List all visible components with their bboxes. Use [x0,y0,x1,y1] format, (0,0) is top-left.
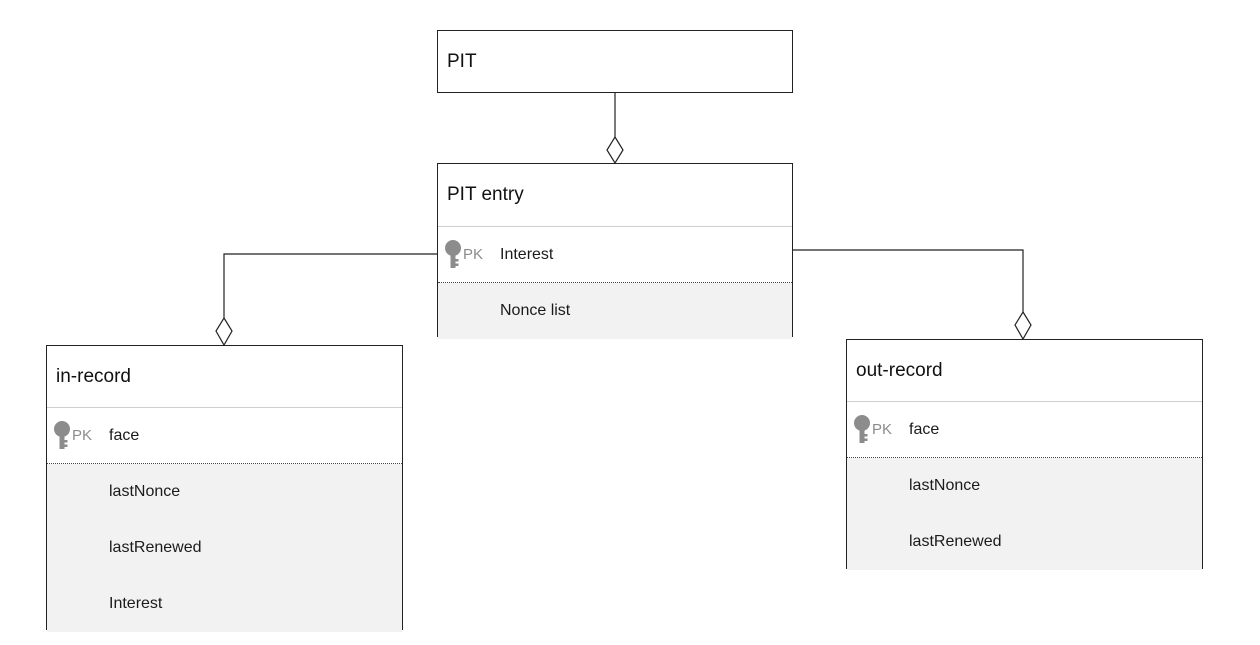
attribute-name: lastRenewed [909,533,1002,550]
entity-out-record[interactable]: out-record PK face lastNonce lastRenewed [846,339,1203,570]
attribute-row: lastRenewed [47,520,402,576]
attribute-row: lastNonce [47,464,402,520]
attribute-list: lastNonce lastRenewed [847,458,1202,570]
attribute-list: lastNonce lastRenewed Interest [47,464,402,632]
pk-badge: PK [872,421,893,438]
key-cell: PK [47,420,109,451]
entity-in-record-title: in-record [56,365,131,387]
attribute-list: Nonce list [438,283,792,339]
entity-title: PIT entry [438,164,792,227]
attribute-name: Nonce list [500,302,571,319]
attribute-name: lastRenewed [109,539,202,556]
key-row: PK Interest [438,227,792,283]
aggregation-diamond-out-record [1014,310,1032,341]
key-icon [854,414,870,443]
entity-pit-entry[interactable]: PIT entry PK Interest Nonce list [437,163,793,339]
aggregation-diamond-pit-entry [606,135,624,165]
entity-pit-entry-title: PIT entry [447,184,524,205]
key-row: PK face [847,402,1202,458]
key-field-name: Interest [500,245,554,263]
key-field-name: face [909,420,940,438]
entity-title: out-record [847,340,1202,402]
key-field-name: face [109,426,140,444]
key-icon [445,239,461,268]
entity-title: in-record [47,346,402,408]
attribute-row: lastNonce [847,458,1202,514]
attribute-row: Nonce list [438,283,792,339]
entity-pit[interactable]: PIT [437,30,793,93]
entity-in-record[interactable]: in-record PK face lastNonce lastRenewed … [46,345,403,632]
entity-pit-title: PIT [447,50,477,72]
attribute-name: Interest [109,595,163,612]
connector-entry-to-in-record [223,253,437,318]
attribute-row: lastRenewed [847,514,1202,570]
entity-out-record-title: out-record [856,359,943,381]
attribute-row: Interest [47,576,402,632]
entity-title: PIT [438,31,792,92]
key-cell: PK [847,414,909,445]
aggregation-diamond-in-record [215,316,233,347]
key-row: PK face [47,408,402,464]
attribute-name: lastNonce [909,477,981,494]
connector-entry-to-out-record [793,249,1024,312]
pk-badge: PK [72,427,93,444]
key-icon [54,420,70,449]
attribute-name: lastNonce [109,483,181,500]
pk-badge: PK [463,246,484,263]
key-cell: PK [438,239,500,270]
